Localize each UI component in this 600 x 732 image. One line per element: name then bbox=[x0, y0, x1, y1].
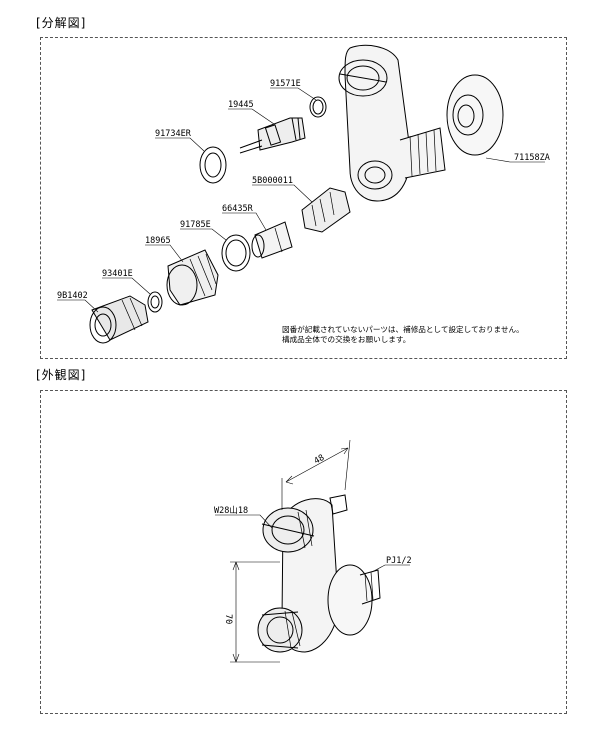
part-label-18965: 18965 bbox=[145, 236, 171, 246]
part-label-5b000011: 5B000011 bbox=[252, 176, 293, 186]
parts-note-line1: 図番が記載されていないパーツは、補修品として設定しておりません。 bbox=[282, 325, 524, 334]
part-label-91785e: 91785E bbox=[180, 220, 211, 230]
part-label-66435r: 66435R bbox=[222, 204, 254, 214]
part-label-93401e: 93401E bbox=[102, 269, 133, 279]
dimension-width-label: 48 bbox=[313, 453, 327, 467]
exploded-view-title: [分解図] bbox=[36, 16, 87, 30]
part-label-19445: 19445 bbox=[228, 100, 254, 110]
pipe-label: PJ1/2 bbox=[386, 556, 412, 566]
parts-note-line2: 構成品全体での交換をお願いします。 bbox=[282, 335, 411, 344]
parts-note: 図番が記載されていないパーツは、補修品として設定しておりません。 構成品全体での… bbox=[282, 325, 562, 345]
dimension-lines bbox=[215, 439, 410, 663]
exterior-view-title: [外観図] bbox=[36, 368, 87, 382]
dimension-height-label: 70 bbox=[223, 614, 233, 624]
part-label-71158za: 71158ZA bbox=[514, 153, 550, 163]
part-label-9b1402: 9B1402 bbox=[57, 291, 88, 301]
part-label-91571e: 91571E bbox=[270, 79, 301, 89]
exterior-drawing bbox=[257, 494, 381, 653]
part-label-91734er: 91734ER bbox=[155, 129, 192, 139]
thread-label: W28山18 bbox=[214, 505, 248, 516]
